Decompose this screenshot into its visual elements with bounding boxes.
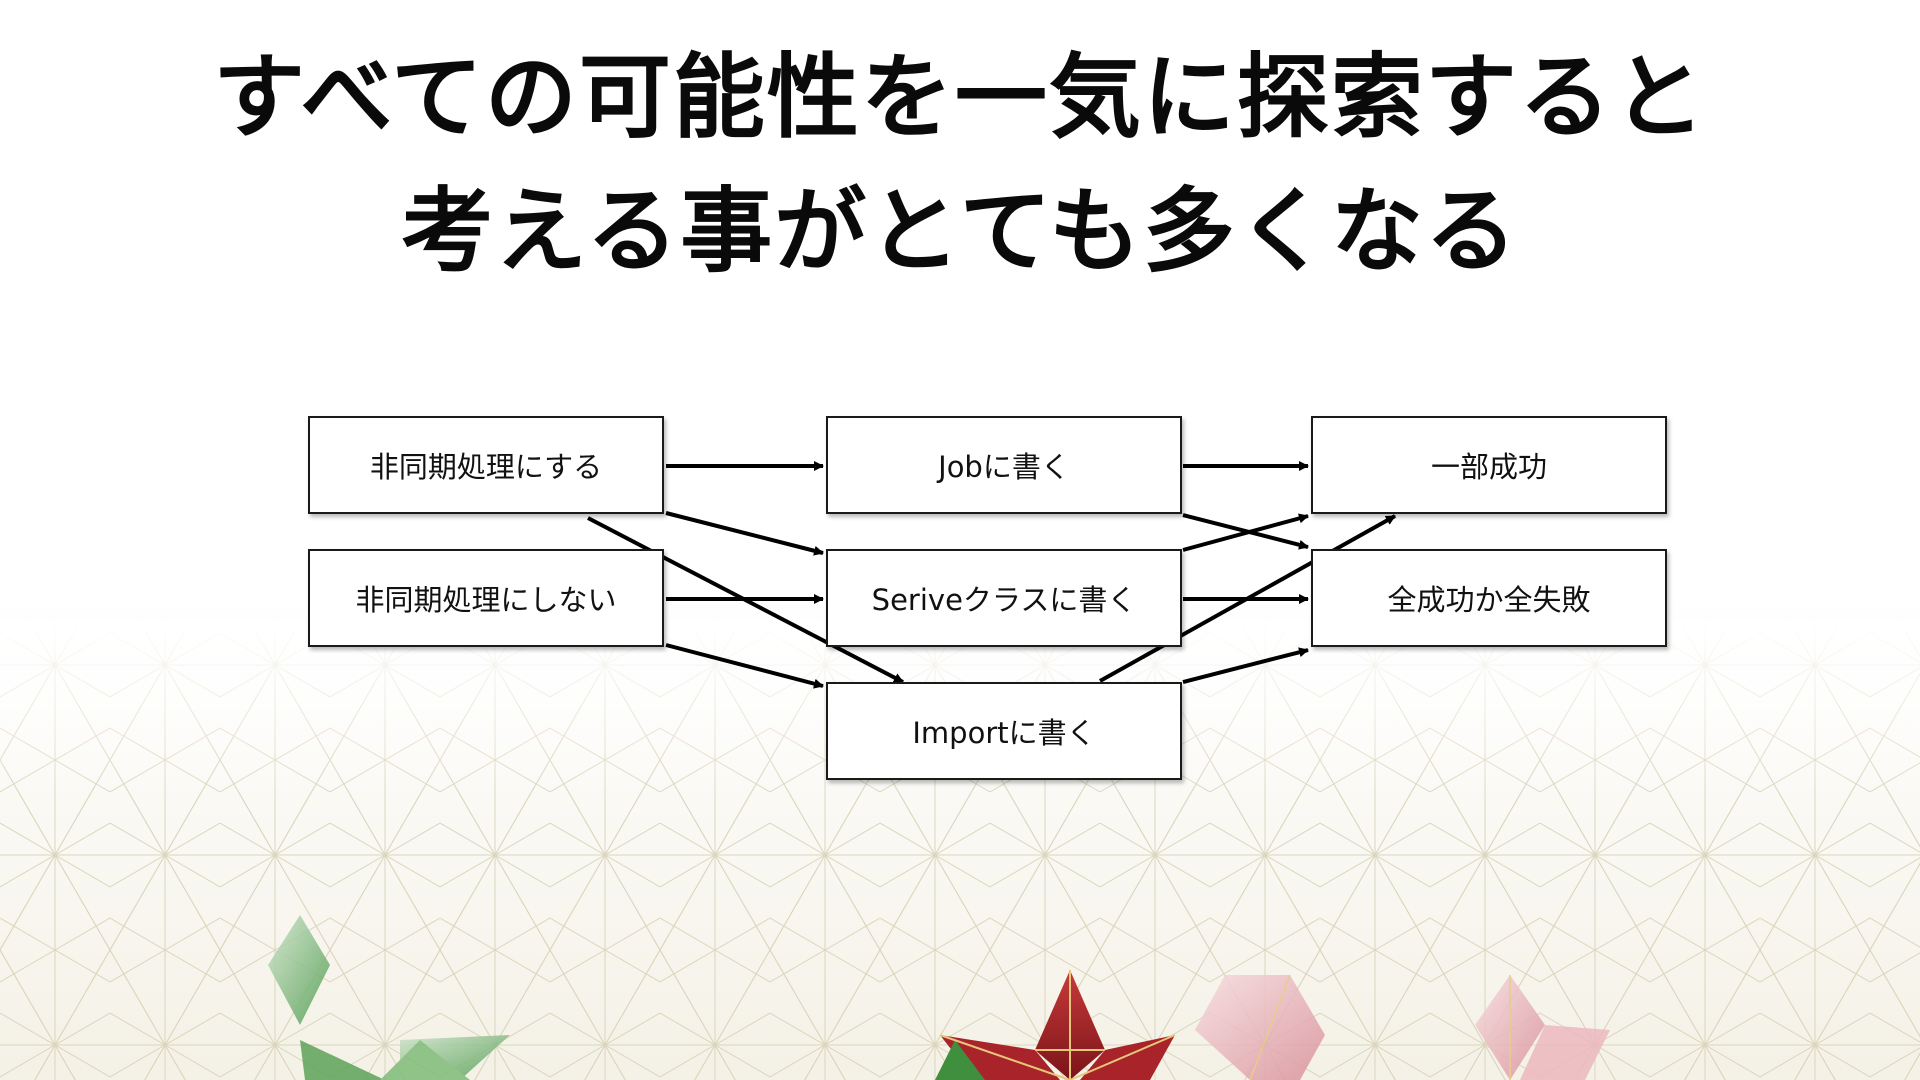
- box-async: 非同期処理にする: [308, 416, 664, 514]
- box-sync: 非同期処理にしない: [308, 549, 664, 647]
- box-all-or-nothing: 全成功か全失敗: [1311, 549, 1667, 647]
- green-decor-shapes: [268, 915, 510, 1080]
- pink-decor-shapes: [1195, 974, 1610, 1080]
- box-import: Importに書く: [826, 682, 1182, 780]
- box-job: Jobに書く: [826, 416, 1182, 514]
- box-partial-success: 一部成功: [1311, 416, 1667, 514]
- slide-title-line-1: すべての可能性を一気に探索すると: [213, 44, 1707, 151]
- slide-title-line-2: 考える事がとても多くなる: [401, 178, 1519, 285]
- red-decor-shape: [935, 970, 1176, 1080]
- box-service-class: Seriveクラスに書く: [826, 549, 1182, 647]
